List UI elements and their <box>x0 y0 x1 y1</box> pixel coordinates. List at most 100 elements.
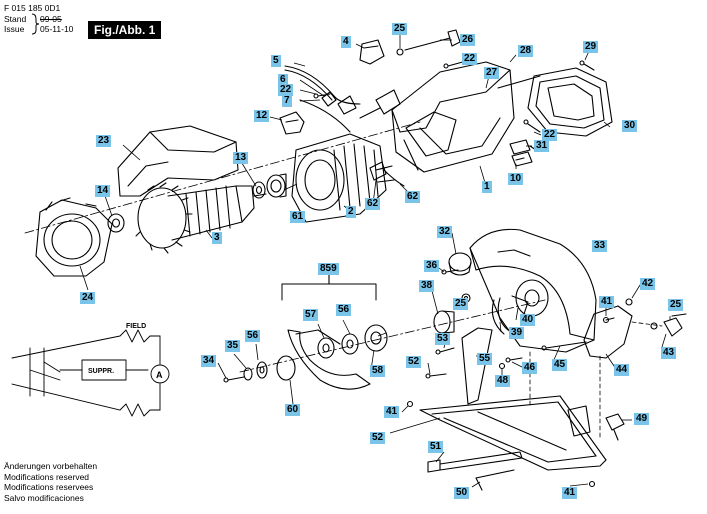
part-label-22b: 22 <box>462 53 478 65</box>
note-fr: Modifications reservees <box>4 482 94 492</box>
part-label-2: 2 <box>346 206 356 218</box>
note-en: Modifications reserved <box>4 471 90 482</box>
suppr-label: SUPPR. <box>88 368 114 375</box>
base-plate-drawing <box>419 395 607 471</box>
motor-housing-drawing <box>359 61 515 173</box>
knob-43-drawing <box>663 313 687 337</box>
part-label-62a: 62 <box>405 191 421 203</box>
part-label-46: 46 <box>522 362 538 374</box>
rod-28-drawing <box>497 75 541 89</box>
note-es: Salvo modificaciones <box>4 492 84 503</box>
part-label-35: 35 <box>225 340 241 352</box>
part-label-48: 48 <box>495 375 511 387</box>
cable-5-drawing <box>284 65 361 105</box>
rip-fence-drawing <box>427 451 523 473</box>
rod-45-drawing <box>541 341 587 351</box>
part-label-33: 33 <box>592 240 608 252</box>
bolt-53-drawing <box>435 347 455 355</box>
part-label-55: 55 <box>477 353 493 365</box>
part-label-36: 36 <box>424 260 440 272</box>
brush-31-drawing <box>509 139 537 155</box>
part-label-1: 1 <box>482 181 492 193</box>
part-label-6: 6 <box>278 74 288 86</box>
part-label-51: 51 <box>428 441 444 453</box>
part-label-62b: 62 <box>365 198 381 210</box>
leader-lines <box>79 34 671 488</box>
part-label-859: 859 <box>318 263 339 275</box>
part-label-41b: 41 <box>384 406 400 418</box>
part-label-4: 4 <box>341 36 351 48</box>
washer-57-drawing <box>317 337 335 359</box>
part-label-31: 31 <box>534 140 550 152</box>
part-label-13: 13 <box>233 152 249 164</box>
part-label-42: 42 <box>640 278 656 290</box>
part-label-43: 43 <box>661 347 677 359</box>
part-40-drawing <box>511 295 529 315</box>
riving-knife-55-drawing <box>461 327 493 405</box>
lever-39-drawing <box>491 297 509 335</box>
screw-42-drawing <box>625 298 633 306</box>
part-label-39: 39 <box>509 327 525 339</box>
part-label-25c: 25 <box>668 299 684 311</box>
part-label-27: 27 <box>484 67 500 79</box>
part-label-57: 57 <box>303 309 319 321</box>
screw-52a-drawing <box>425 373 447 379</box>
blade-axis-line <box>239 299 546 373</box>
part-label-61: 61 <box>290 211 306 223</box>
brace-icon <box>31 13 40 35</box>
part-label-30: 30 <box>622 120 638 132</box>
washer-56a-drawing <box>256 361 268 379</box>
part-label-34: 34 <box>201 355 217 367</box>
parts-6-7-drawing <box>299 91 357 133</box>
part-label-40: 40 <box>520 314 536 326</box>
washer-35-drawing <box>243 367 253 381</box>
part-label-26: 26 <box>460 34 476 46</box>
spring-62-drawing <box>369 161 405 187</box>
brush-10-drawing <box>511 151 533 167</box>
hex-key-drawing <box>475 469 515 491</box>
screw-36-drawing <box>441 269 459 275</box>
part-label-52b: 52 <box>370 432 386 444</box>
note-de: Änderungen vorbehalten <box>4 461 98 471</box>
screw-41c-drawing <box>588 480 596 488</box>
old-date: 09-05 <box>40 14 62 24</box>
issue-label: Issue <box>4 24 25 34</box>
part-label-38: 38 <box>419 280 435 292</box>
screw-22c-drawing <box>523 119 541 133</box>
part-label-41c: 41 <box>562 487 578 499</box>
part-label-24: 24 <box>80 292 96 304</box>
bearing-13-drawing <box>252 181 266 199</box>
part-label-44: 44 <box>614 364 630 376</box>
figure-title: Fig./Abb. 1 <box>88 21 162 39</box>
part-label-22a: 22 <box>278 84 294 96</box>
handle-housing-drawing <box>117 125 239 197</box>
part-label-3: 3 <box>212 232 222 244</box>
screw-41a-drawing <box>602 316 610 324</box>
document-number: F 015 185 0D1 <box>4 3 61 13</box>
screw-48-drawing <box>498 362 506 370</box>
part-label-50: 50 <box>454 487 470 499</box>
part-label-53: 53 <box>435 333 451 345</box>
motor-axis-line <box>24 121 421 234</box>
part-label-60: 60 <box>285 404 301 416</box>
armature-drawing <box>135 182 267 254</box>
screw-46-drawing <box>505 357 523 363</box>
bearing-14-drawing <box>107 213 125 233</box>
part-label-58: 58 <box>370 365 386 377</box>
part-label-56a: 56 <box>245 330 261 342</box>
issue-date: 05-11-10 <box>40 24 74 34</box>
brush-holder-12-drawing <box>279 111 305 135</box>
blade-guard-drawing <box>469 228 597 353</box>
screw-34-drawing <box>223 376 245 383</box>
part-label-45: 45 <box>552 359 568 371</box>
knob-32-drawing <box>448 252 472 276</box>
part-label-28: 28 <box>518 45 534 57</box>
field-label: FIELD <box>126 323 146 330</box>
part-label-22c: 22 <box>542 129 558 141</box>
part-label-41a: 41 <box>599 296 615 308</box>
part-label-14: 14 <box>95 185 111 197</box>
part-label-52a: 52 <box>406 356 422 368</box>
part-label-32: 32 <box>437 226 453 238</box>
